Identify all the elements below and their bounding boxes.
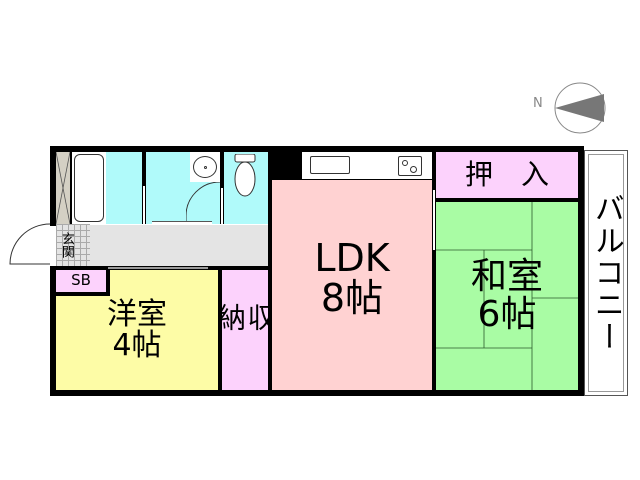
bathtub-icon xyxy=(74,154,104,222)
genkan-label: 玄関 xyxy=(58,232,74,258)
stove-icon xyxy=(398,156,422,176)
balcony: バルコニー xyxy=(584,150,628,396)
bathroom xyxy=(72,152,164,224)
entrance-door[interactable] xyxy=(50,226,56,266)
compass-north-label: N xyxy=(533,96,543,111)
compass: N xyxy=(530,82,610,134)
tatami-lines xyxy=(436,202,578,390)
ldk-size: 8帖 xyxy=(320,276,384,320)
closet-oshiire: 押 入 xyxy=(436,152,578,198)
room-ldk: LDK 8帖 xyxy=(272,180,432,390)
ldk-name: LDK xyxy=(314,236,390,281)
door-arc-icon xyxy=(186,182,220,224)
washitsu-size: 6帖 xyxy=(477,294,537,335)
toilet-icon xyxy=(234,154,256,197)
washitsu-name: 和室 xyxy=(470,256,543,298)
room-washitsu: 和室 6帖 xyxy=(436,202,578,390)
yoshitsu-name: 洋室 xyxy=(107,296,167,332)
yoshitsu-size: 4帖 xyxy=(112,328,162,363)
genkan: 玄関 xyxy=(56,224,90,266)
kitchen-sink-icon xyxy=(310,156,350,174)
sink-icon xyxy=(193,156,217,178)
kitchen-counter xyxy=(302,152,432,180)
washroom xyxy=(146,152,220,224)
shuno-label: 収納 xyxy=(214,303,277,357)
entrance-door-swing-icon xyxy=(9,223,51,265)
oshiire-label: 押 入 xyxy=(464,158,549,192)
hallway xyxy=(90,224,268,266)
floor-plan: 玄関 SB 洋室 4帖 SB 収納 LDK 8帖 xyxy=(50,146,584,396)
storage-strip xyxy=(55,151,71,225)
balcony-label: バルコニー xyxy=(588,193,624,353)
toilet-room xyxy=(224,152,268,224)
closet-shuno: 収納 xyxy=(214,270,276,390)
compass-north-icon xyxy=(554,82,606,134)
